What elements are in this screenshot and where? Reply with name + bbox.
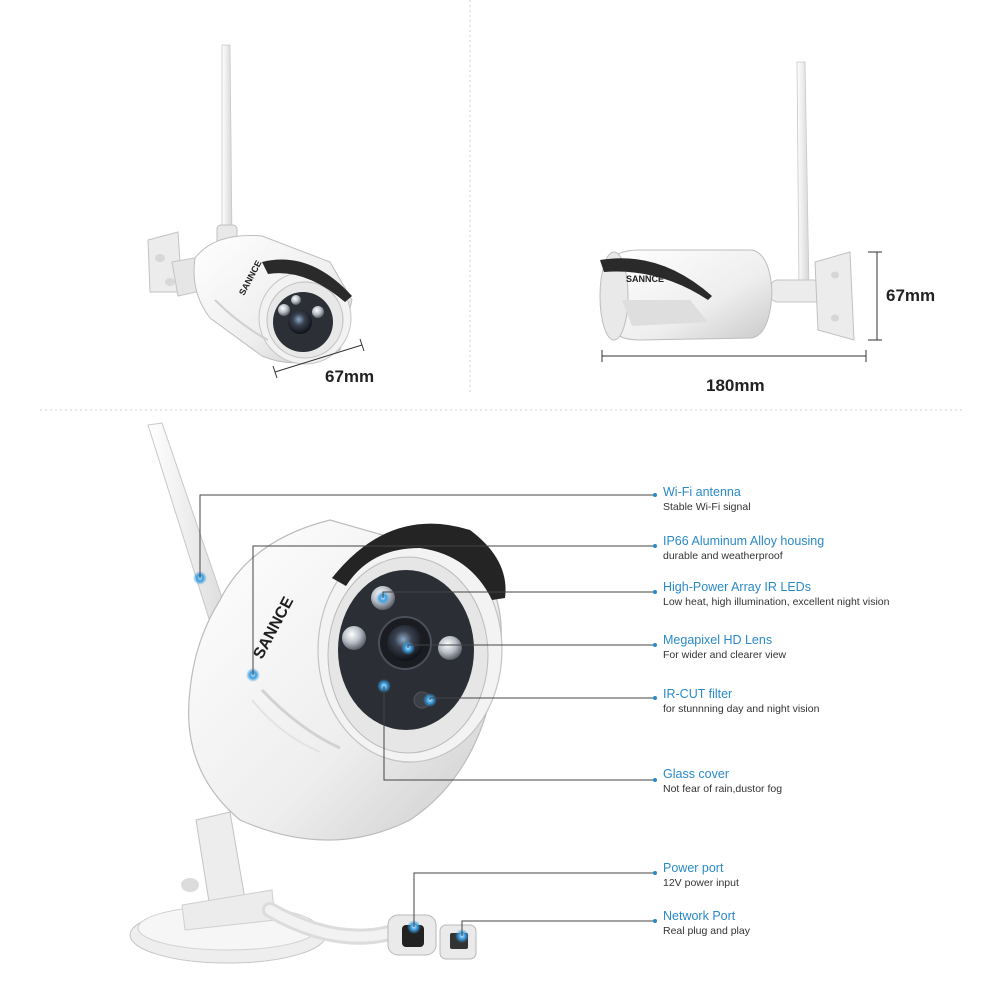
dim-line-side-length xyxy=(601,350,867,362)
feature-desc: Real plug and play xyxy=(663,925,750,937)
feature-desc: Not fear of rain,dustor fog xyxy=(663,783,783,795)
callout-line-glass-cover xyxy=(383,686,655,781)
feature-lens: Megapixel HD Lens For wider and clearer … xyxy=(663,633,993,662)
camera-annotated-view xyxy=(129,422,506,964)
feature-desc: durable and weatherproof xyxy=(663,550,783,562)
feature-title: Glass cover xyxy=(663,767,729,781)
callout-end-dots xyxy=(653,493,657,923)
feature-ir-leds: High-Power Array IR LEDs Low heat, high … xyxy=(663,580,993,609)
callout-line-wifi-antenna xyxy=(199,494,655,578)
feature-title: High-Power Array IR LEDs xyxy=(663,580,811,594)
feature-title: Wi-Fi antenna xyxy=(663,485,741,499)
feature-wifi-antenna: Wi-Fi antenna Stable Wi-Fi signal xyxy=(663,485,993,514)
dim-label-front-diameter: 67mm xyxy=(325,367,375,386)
feature-network-port: Network Port Real plug and play xyxy=(663,909,993,938)
callout-line-power-port xyxy=(413,872,655,927)
feature-ir-cut-filter: IR-CUT filter for stunnning day and nigh… xyxy=(663,687,993,716)
callout-line-ir-cut xyxy=(429,697,655,700)
feature-title: Megapixel HD Lens xyxy=(663,633,773,647)
feature-housing: IP66 Aluminum Alloy housing durable and … xyxy=(663,534,993,563)
feature-title: Network Port xyxy=(663,909,736,923)
feature-title: IP66 Aluminum Alloy housing xyxy=(663,534,825,548)
feature-glass-cover: Glass cover Not fear of rain,dustor fog xyxy=(663,767,993,796)
feature-desc: for stunnning day and night vision xyxy=(663,703,820,715)
feature-power-port: Power port 12V power input xyxy=(663,861,993,890)
callout-line-housing xyxy=(252,545,655,675)
dim-line-side-height xyxy=(868,251,882,341)
dim-line-front xyxy=(272,338,365,379)
feature-desc: For wider and clearer view xyxy=(663,649,787,661)
feature-desc: Stable Wi-Fi signal xyxy=(663,501,751,513)
dim-label-side-length: 180mm xyxy=(706,376,765,395)
feature-desc: Low heat, high illumination, excellent n… xyxy=(663,596,890,608)
callout-line-network-port xyxy=(461,920,655,936)
camera-front-view xyxy=(147,44,353,365)
feature-title: Power port xyxy=(663,861,724,875)
callout-lines xyxy=(199,494,655,936)
feature-title: IR-CUT filter xyxy=(663,687,733,701)
callout-line-lens xyxy=(407,644,655,648)
feature-desc: 12V power input xyxy=(663,877,739,889)
brand-logo-side: SANNCE xyxy=(626,274,664,284)
callout-line-ir-leds xyxy=(382,591,655,598)
camera-side-view xyxy=(599,61,855,341)
dim-label-side-height: 67mm xyxy=(886,286,936,305)
